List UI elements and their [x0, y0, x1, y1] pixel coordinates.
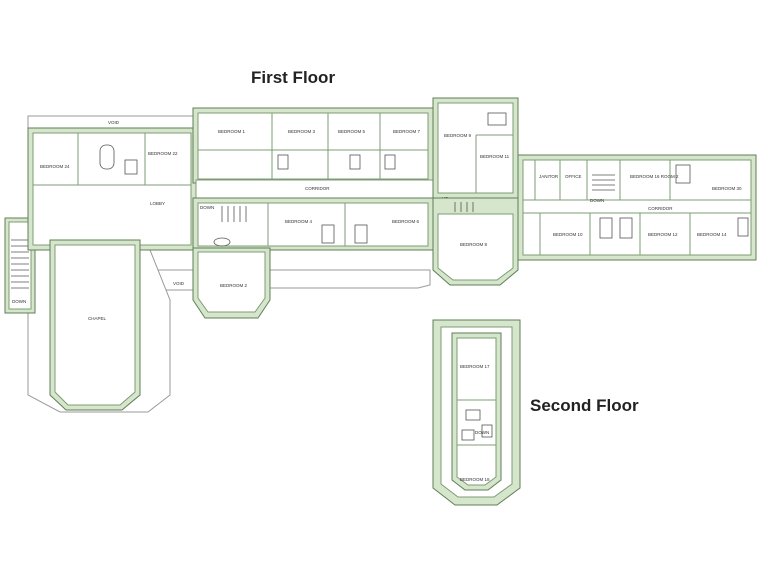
label-bedroom-10: BEDROOM 10 [553, 232, 583, 237]
bath-icon-central [213, 237, 231, 247]
label-down-east: DOWN [590, 198, 604, 203]
label-bedroom-22: BEDROOM 22 [148, 151, 178, 156]
label-bedroom-11: BEDROOM 11 [480, 154, 510, 159]
label-bedroom-18: BEDROOM 18 [460, 477, 490, 482]
stair-treads-east [454, 202, 474, 212]
stair-icon-sf [461, 429, 475, 441]
label-bedroom-24: BEDROOM 24 [40, 164, 70, 169]
label-down-second: DOWN [475, 430, 489, 435]
ensuite-icon-3 [384, 154, 396, 170]
label-bedroom-5: BEDROOM 5 [338, 129, 366, 134]
label-bedroom-1: BEDROOM 1 [218, 129, 246, 134]
north-bedrooms-inner [197, 112, 429, 180]
label-bedroom-17: BEDROOM 17 [460, 364, 490, 369]
first-floor-title: First Floor [251, 68, 335, 87]
label-bedroom-6: BEDROOM 6 [392, 219, 420, 224]
label-lobby: LOBBY [150, 201, 165, 206]
stair-treads-left [11, 239, 29, 289]
label-down-central: DOWN [200, 205, 214, 210]
label-bedroom-7: BEDROOM 7 [393, 129, 421, 134]
ensuite-icon-sf1 [465, 409, 481, 421]
east-wing-inner [522, 159, 752, 256]
label-bedroom-12: BEDROOM 12 [648, 232, 678, 237]
label-office: OFFICE [565, 174, 582, 179]
label-void-bottom: VOID [173, 281, 185, 286]
ensuite-icon-2 [349, 154, 361, 170]
label-bedroom-16: BEDROOM 16 ROOM 2 [630, 174, 679, 179]
bedroom-2-inner [197, 251, 266, 313]
stair-tower-left-inner [8, 221, 32, 310]
label-bedroom-8: BEDROOM 8 [460, 242, 488, 247]
ensuite-icon-1 [277, 154, 289, 170]
label-bedroom-3: BEDROOM 3 [288, 129, 316, 134]
label-corridor-main: CORRIDOR [305, 186, 330, 191]
label-void-top: VOID [108, 120, 120, 125]
label-bedroom-9: BEDROOM 9 [444, 133, 472, 138]
second-floor-rooms-inner [456, 337, 497, 486]
label-corridor-east: CORRIDOR [648, 206, 673, 211]
label-down-left: DOWN [12, 299, 26, 304]
label-bedroom-30: BEDROOM 30 [712, 186, 742, 191]
ensuite-icon-30 [675, 164, 691, 184]
bath-icon-west [99, 144, 115, 170]
label-bedroom-2: BEDROOM 2 [220, 283, 248, 288]
bedroom-8-inner [437, 213, 514, 281]
ensuite-icon-9 [487, 112, 507, 126]
west-wing-inner [32, 132, 192, 246]
ensuite-icon-4 [321, 224, 335, 244]
chapel-inner [54, 244, 136, 406]
label-chapel: CHAPEL [88, 316, 107, 321]
label-bedroom-4: BEDROOM 4 [285, 219, 313, 224]
void-bottom-outline [149, 269, 431, 291]
ensuite-icon-sf2 [481, 424, 493, 438]
ensuite-icon-5 [354, 224, 368, 244]
label-bedroom-14: BEDROOM 14 [697, 232, 727, 237]
south-central-inner [197, 202, 429, 247]
stair-treads-central [221, 206, 247, 222]
stair-treads-east-wing [592, 174, 615, 191]
ensuite-icon-10 [599, 217, 613, 239]
shower-icon-west [124, 159, 138, 175]
label-janitor: JANITOR [539, 174, 559, 179]
second-floor-title: Second Floor [530, 396, 639, 415]
ensuite-icon-14 [737, 217, 749, 237]
ensuite-icon-12 [619, 217, 633, 239]
